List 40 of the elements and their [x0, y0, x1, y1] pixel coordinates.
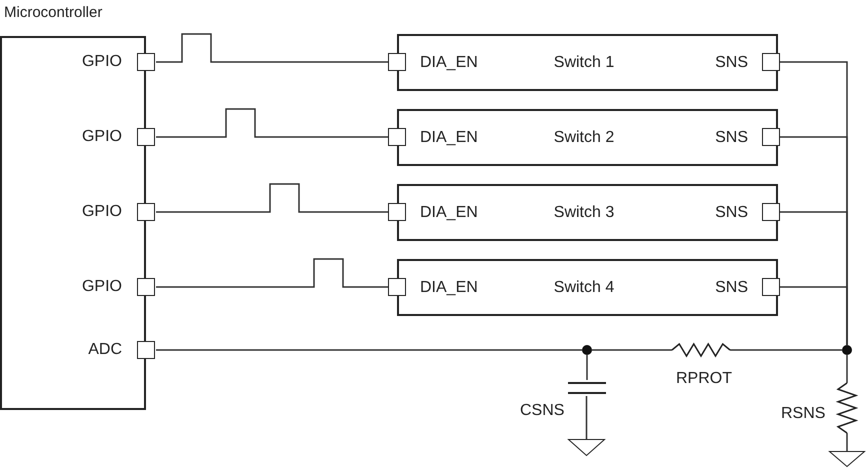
- wire: [156, 349, 582, 351]
- pin-label: DIA_EN: [420, 204, 478, 222]
- wire: [156, 183, 388, 213]
- wire: [780, 286, 848, 345]
- junction-dot: [842, 345, 852, 355]
- wire: [592, 349, 672, 351]
- wire: [730, 349, 842, 351]
- block-title: Microcontroller: [4, 4, 102, 21]
- pin-label: Switch 2: [554, 128, 614, 146]
- pin-label: Switch 3: [554, 204, 614, 222]
- pin-label: DIA_EN: [420, 128, 478, 146]
- capacitor-symbol: [568, 380, 606, 396]
- pin-label: Switch 1: [554, 54, 614, 72]
- resistor-symbol: [672, 343, 730, 357]
- pin-label: DIA_EN: [420, 278, 478, 296]
- component-label: RPROT: [676, 370, 732, 388]
- wire: [846, 433, 848, 451]
- wire: [156, 258, 388, 288]
- wire: [586, 396, 588, 439]
- pin-label: SNS: [715, 54, 748, 72]
- ground-symbol: [829, 451, 865, 467]
- wire: [156, 108, 388, 138]
- pin-label: ADC: [88, 341, 122, 359]
- pin-label: Switch 4: [554, 278, 614, 296]
- pin-label: SNS: [715, 204, 748, 222]
- pin-label: GPIO: [82, 53, 122, 71]
- resistor-symbol: [837, 383, 857, 433]
- pin-label: GPIO: [82, 203, 122, 221]
- pin-label: SNS: [715, 278, 748, 296]
- pin-label: GPIO: [82, 128, 122, 146]
- junction-dot: [582, 345, 592, 355]
- wire: [586, 355, 588, 380]
- pin-label: DIA_EN: [420, 54, 478, 72]
- wire: [846, 355, 848, 383]
- pin-label: GPIO: [82, 278, 122, 296]
- component-label: CSNS: [520, 402, 564, 420]
- component-label: RSNS: [781, 405, 826, 423]
- wire: [156, 33, 388, 63]
- ground-symbol: [568, 439, 605, 456]
- pin-label: SNS: [715, 128, 748, 146]
